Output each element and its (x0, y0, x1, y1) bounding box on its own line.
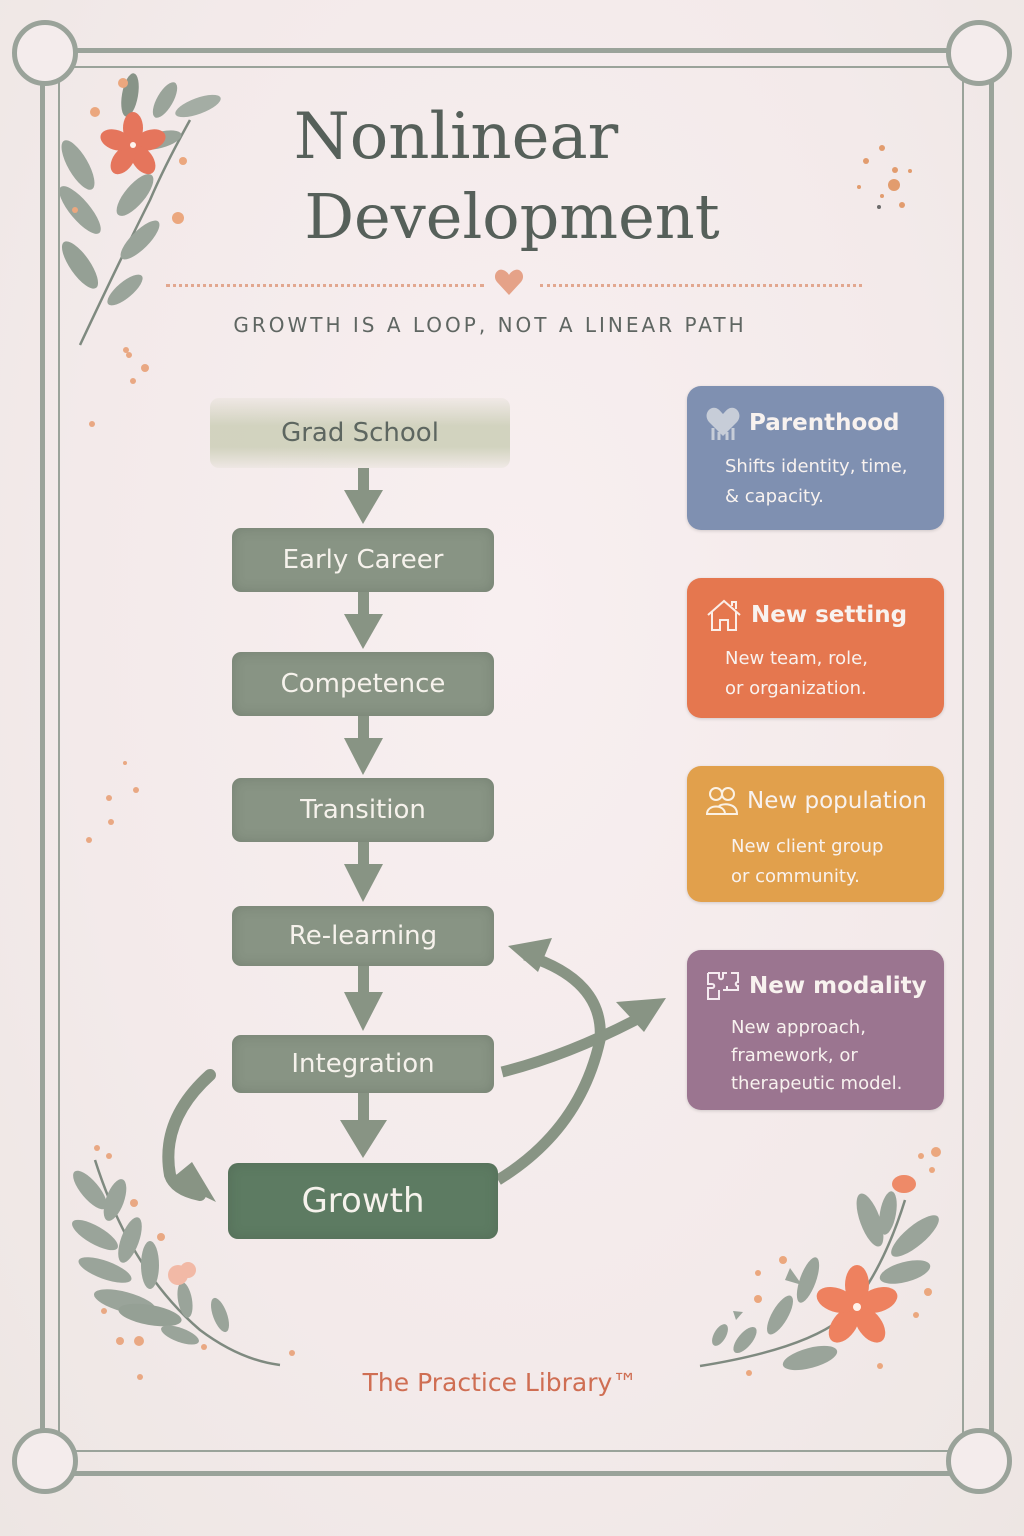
card-body-line: New client group (731, 836, 884, 857)
puzzle-icon (705, 970, 741, 1002)
step-label: Transition (300, 795, 426, 825)
step-re-learning: Re-learning (232, 906, 494, 966)
inner-frame (58, 66, 964, 1452)
card-body-line: therapeutic model. (731, 1073, 903, 1094)
step-label: Competence (280, 669, 446, 699)
footer-brand: The Practice Library™ (362, 1368, 638, 1397)
heart-icon (705, 406, 741, 440)
card-body: Shifts identity, time, & capacity. (725, 452, 908, 512)
frame-corner-top-right (946, 20, 1012, 86)
dots-left-mid-icon (86, 761, 139, 843)
dots-top-right-icon (857, 145, 912, 209)
card-body-line: Shifts identity, time, (725, 456, 908, 477)
step-label: Growth (301, 1181, 425, 1221)
card-body: New client group or community. (731, 832, 883, 892)
card-new-setting: New setting New team, role, or organizat… (687, 578, 944, 718)
step-competence: Competence (232, 652, 494, 716)
heart-icon (494, 268, 524, 298)
step-label: Integration (291, 1049, 435, 1079)
divider-right (540, 284, 862, 287)
card-header: New population (705, 786, 927, 816)
card-body: New team, role, or organization. (725, 644, 868, 704)
page-title-line-2: Development (304, 180, 720, 253)
floral-bottom-right-icon (699, 1147, 941, 1376)
step-label: Re-learning (288, 921, 438, 951)
outer-frame (40, 48, 994, 1476)
card-title: New modality (749, 973, 927, 999)
card-title: New setting (751, 602, 908, 628)
floral-top-left-icon (59, 73, 221, 427)
card-new-modality: New modality New approach, framework, or… (687, 950, 944, 1110)
card-body-line: or community. (731, 866, 860, 887)
straight-arrows (340, 468, 387, 1158)
card-body-line: New approach, (731, 1017, 866, 1038)
floral-bottom-left-icon (72, 1145, 295, 1380)
card-header: New setting (705, 598, 907, 632)
step-transition: Transition (232, 778, 494, 842)
house-icon (705, 598, 743, 632)
card-body: New approach, framework, or therapeutic … (731, 1014, 902, 1098)
card-parenthood: Parenthood Shifts identity, time, & capa… (687, 386, 944, 530)
curved-arrow-out (500, 1010, 648, 1078)
people-icon (705, 786, 739, 816)
frame-corner-top-left (12, 20, 78, 86)
frame-corner-bottom-right (946, 1428, 1012, 1494)
page-subtitle: GROWTH IS A LOOP, NOT A LINEAR PATH (233, 313, 747, 337)
card-body-line: & capacity. (725, 486, 824, 507)
page-title-line-1: Nonlinear (293, 100, 619, 174)
curved-arrow-left (162, 1069, 216, 1201)
card-body-line: framework, or (731, 1045, 858, 1066)
card-title: New population (747, 788, 927, 814)
step-grad-school: Grad School (210, 398, 510, 468)
step-early-career: Early Career (232, 528, 494, 592)
card-title: Parenthood (749, 410, 900, 436)
divider-left (166, 284, 484, 287)
card-new-population: New population New client group or commu… (687, 766, 944, 902)
frame-corner-bottom-left (12, 1428, 78, 1494)
step-label: Grad School (281, 418, 439, 448)
card-header: Parenthood (705, 406, 900, 440)
step-label: Early Career (282, 545, 444, 575)
card-header: New modality (705, 970, 927, 1002)
card-body-line: or organization. (725, 678, 867, 699)
step-growth: Growth (228, 1163, 498, 1239)
step-integration: Integration (232, 1035, 494, 1093)
card-body-line: New team, role, (725, 648, 868, 669)
